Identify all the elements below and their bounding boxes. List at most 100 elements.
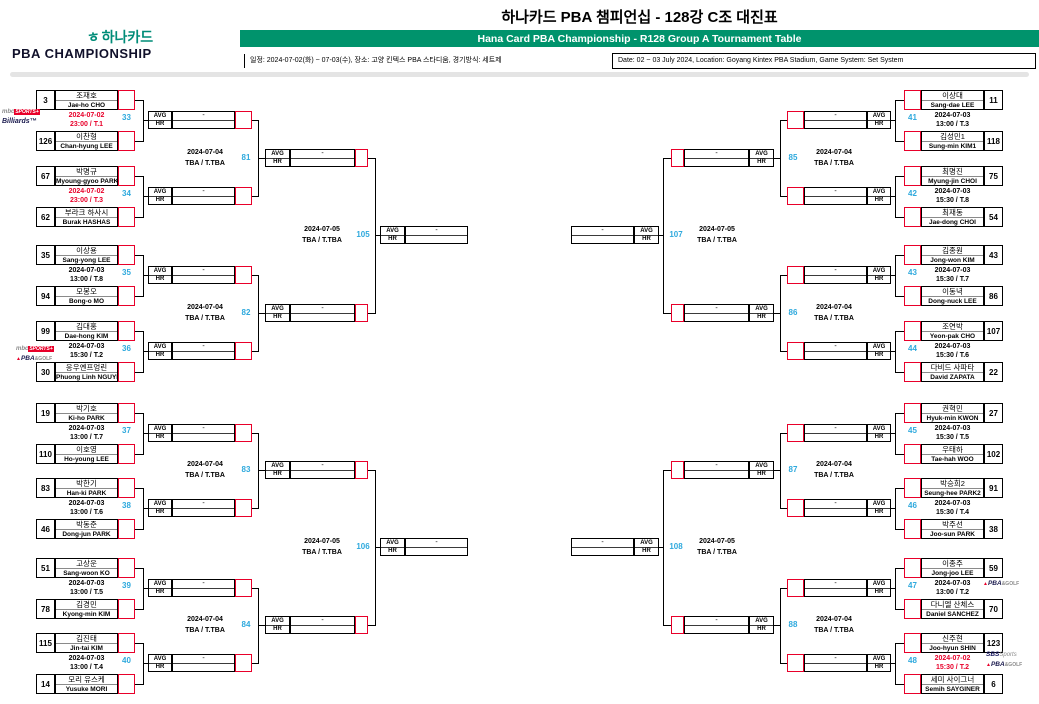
player-name-eng: Chan-hyung LEE (60, 143, 113, 150)
stat-avg-hr-value-cell: - (804, 654, 867, 672)
bracket-line (781, 120, 787, 121)
score-slot (904, 599, 921, 619)
avg-hr-value-row2 (805, 352, 866, 358)
match-number: 81 (241, 153, 251, 162)
avg-hr-label-row1: AVG (149, 343, 171, 352)
avg-hr-value-row1: - (805, 580, 866, 589)
avg-hr-value-row2 (805, 276, 866, 282)
player-name-kor: 다비드 사파타 (922, 363, 983, 373)
avg-hr-label-row1: AVG (149, 500, 171, 509)
match-time: 13:00 / T.7 (69, 434, 104, 441)
avg-hr-value-row1: - (406, 227, 467, 236)
match-time: 15:30 / T.8 (935, 197, 970, 204)
player-name-eng: Kyong-min KIM (62, 611, 111, 618)
pba_golf-logo-part: PBA (20, 355, 35, 362)
bracket-line (368, 625, 375, 626)
avg-hr-label-row1: AVG (750, 305, 773, 314)
avg-hr-label-row2: HR (273, 159, 282, 165)
winner-slot (671, 461, 684, 479)
pba_golf-logo-part: &GOLF (1001, 581, 1020, 587)
stat-avg-hr-value-cell: - (684, 616, 749, 634)
bracket-line (258, 313, 265, 314)
bracket-line (252, 196, 258, 197)
player-name-kor: 이상대 (922, 91, 983, 101)
match-date: 2024-07-04 (816, 461, 852, 468)
score-slot (118, 362, 135, 382)
player-name-kor: 모봉오 (56, 287, 117, 297)
avg-hr-value-row1: - (173, 112, 234, 121)
bracket-line (774, 158, 781, 159)
match-time: 13:00 / T.4 (69, 664, 104, 671)
player-name-eng: Yeon-pak CHO (929, 333, 976, 340)
match-date: 2024-07-03 (934, 425, 971, 432)
match-date: 2024-07-03 (934, 500, 971, 507)
score-slot (118, 478, 135, 498)
match-time: 13:00 / T.6 (69, 509, 104, 516)
score-slot (904, 166, 921, 186)
bracket-line (896, 413, 904, 414)
winner-slot (787, 579, 804, 597)
match-date: 2024-07-05 (304, 226, 340, 233)
match-date: 2024-07-03 (934, 267, 971, 274)
avg-hr-label-row1: AVG (868, 580, 890, 589)
bracket-line (258, 158, 265, 159)
score-slot (118, 444, 135, 464)
avg-hr-value-row2 (406, 236, 467, 242)
match-number: 38 (122, 501, 131, 510)
match-number: 42 (908, 189, 917, 198)
pba-golf-logo: ▲PBA&GOLF (983, 576, 1037, 587)
bracket-line (143, 588, 148, 589)
match-number: 84 (241, 620, 251, 629)
score-slot (118, 166, 135, 186)
avg-hr-value-row1: - (805, 343, 866, 352)
score-slot (118, 599, 135, 619)
score-slot (118, 403, 135, 423)
bracket-line (659, 235, 664, 236)
match-date: 2024-07-03 (934, 188, 971, 195)
match-number: 45 (908, 426, 917, 435)
match-date: 2024-07-04 (816, 616, 852, 623)
bracket-line (781, 663, 787, 664)
avg-hr-value-row1: - (173, 500, 234, 509)
avg-hr-value-row1: - (685, 150, 748, 159)
avg-hr-label-row2: HR (874, 352, 884, 358)
avg-hr-label-row1: AVG (266, 462, 289, 471)
bracket-line (781, 275, 787, 276)
match-time: TBA / T.TBA (185, 315, 225, 322)
player-name-eng: Yusuke MORI (65, 686, 108, 693)
bracket-line (252, 433, 258, 434)
seed-box: 51 (36, 558, 55, 578)
avg-hr-label-row1: AVG (868, 267, 890, 276)
winner-slot (787, 654, 804, 672)
player-name-kor: 이종주 (922, 559, 983, 569)
stat-avg-hr-value-cell: - (172, 499, 235, 517)
match-time: TBA / T.TBA (814, 627, 854, 634)
stat-avg-hr-value-cell: - (804, 187, 867, 205)
bracket-line (135, 413, 143, 414)
bracket-line (258, 625, 265, 626)
player-name-eng: Jae-ho CHO (67, 102, 106, 109)
player-name-eng: Ki-ho PARK (68, 415, 105, 422)
bracket-line (781, 351, 787, 352)
bracket-line (252, 588, 258, 589)
stat-avg-hr-value-cell: - (172, 342, 235, 360)
score-slot (904, 245, 921, 265)
avg-hr-label-row1: AVG (149, 425, 171, 434)
avg-hr-value-row2 (805, 589, 866, 595)
player-name-kor: 우태하 (922, 445, 983, 455)
avg-hr-value-row2 (173, 121, 234, 127)
stat-avg-hr-value-cell: - (172, 187, 235, 205)
avg-hr-label-row1: AVG (266, 617, 289, 626)
mbc-logo-part: SPORTS+ (28, 346, 54, 352)
pba_golf-logo-part: ▲ (986, 662, 991, 668)
bracket-line (781, 588, 787, 589)
match-number: 85 (788, 153, 798, 162)
match-number: 33 (122, 113, 131, 122)
player-name-kor: 김성민1 (922, 132, 983, 142)
